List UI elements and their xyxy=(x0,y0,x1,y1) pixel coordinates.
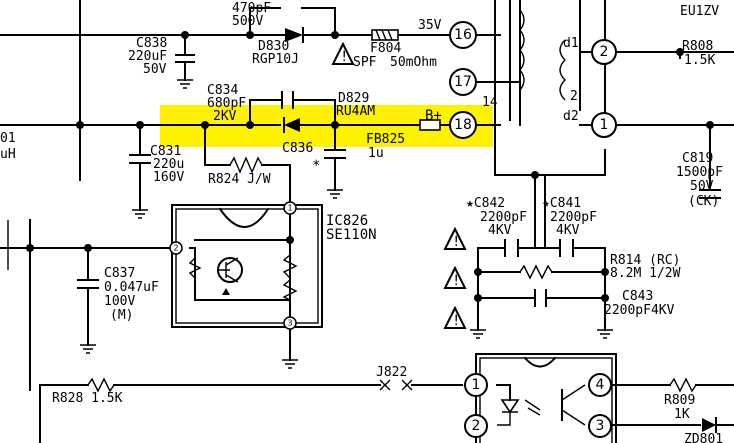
c834-voltage: 2KV xyxy=(213,109,237,124)
c843-value: 2200pF4KV xyxy=(604,303,675,318)
opto-pin-2: 2 xyxy=(464,414,488,438)
svg-text:4: 4 xyxy=(596,377,605,393)
left-label-01: 01 xyxy=(0,131,16,146)
opto-pin-4: 4 xyxy=(588,373,612,397)
r814-label: R814 (RC) xyxy=(610,253,680,268)
c819-voltage: 50V xyxy=(690,179,714,194)
fb825-label: FB825 xyxy=(366,132,405,147)
d2-label: d2 xyxy=(563,109,579,124)
c837-capacitance: 0.047uF xyxy=(104,280,159,295)
d829-type: RU4AM xyxy=(336,104,375,119)
c836-label: C836 xyxy=(282,141,313,156)
d829-label: D829 xyxy=(338,91,369,106)
c843-label: C843 xyxy=(622,289,653,304)
d1-label: d1 xyxy=(563,36,579,51)
c834-label: C834 xyxy=(207,83,238,98)
f804-label: F804 xyxy=(370,41,401,56)
c842-capacitance: 2200pF xyxy=(480,210,527,225)
opto-pin-1: 1 xyxy=(464,373,488,397)
c819-capacitance: 1500pF xyxy=(676,165,723,180)
c831-voltage: 160V xyxy=(153,170,184,185)
svg-text:2: 2 xyxy=(173,244,178,253)
ic-pin-2: 2 xyxy=(169,241,183,255)
r814-value: 8.2M 1/2W xyxy=(610,266,681,281)
c834-capacitance: 680pF xyxy=(207,96,246,111)
pin-2-label: 2 xyxy=(570,89,578,104)
ic826-label: IC826 xyxy=(326,213,368,229)
svg-text:!: ! xyxy=(452,313,460,329)
svg-text:3: 3 xyxy=(596,418,605,434)
pin-14-label: 14 xyxy=(482,95,498,110)
c842-voltage: 4KV xyxy=(488,223,512,238)
f804-value: 50mOhm xyxy=(390,55,437,70)
svg-text:1: 1 xyxy=(287,204,292,213)
eu1zv-label: EU1ZV xyxy=(680,4,719,19)
fb825-value: 1u xyxy=(368,146,384,161)
r809-value: 1K xyxy=(674,407,690,422)
c841-capacitance: 2200pF xyxy=(550,210,597,225)
c819-ck: (CK) xyxy=(688,194,719,209)
spf-label: SPF xyxy=(353,55,377,70)
svg-text:3: 3 xyxy=(287,319,292,328)
c836-star: * xyxy=(312,158,320,174)
c831-label: C831 xyxy=(150,144,181,159)
left-label-uh: uH xyxy=(0,147,16,162)
c837-voltage: 100V xyxy=(104,294,135,309)
opto-pin-3: 3 xyxy=(588,414,612,438)
svg-text:18: 18 xyxy=(454,117,472,133)
svg-text:16: 16 xyxy=(454,27,472,43)
c837-label: C837 xyxy=(104,266,135,281)
r808-label: R808 xyxy=(682,39,713,54)
svg-text:!: ! xyxy=(452,273,460,289)
d830-type: RGP10J xyxy=(252,52,299,67)
c838-voltage: 50V xyxy=(143,62,167,77)
svg-text:1: 1 xyxy=(472,377,481,393)
node-16: 16 xyxy=(449,21,477,49)
junction-dots xyxy=(26,31,714,302)
c841-label: ★C841 xyxy=(542,196,581,211)
r828-label: R828 1.5K xyxy=(52,391,123,406)
c831-capacitance: 220u xyxy=(153,157,184,172)
r824-label: R824 J/W xyxy=(208,172,271,187)
voltage-35v: 35V xyxy=(418,18,442,33)
d830-label: D830 xyxy=(258,39,289,54)
zd801-label: ZD801 xyxy=(684,432,723,443)
r808-value: 1.5K xyxy=(684,53,715,68)
node-17: 17 xyxy=(449,68,477,96)
c838-label: C838 xyxy=(136,36,167,51)
c838-capacitance: 220uF xyxy=(128,49,167,64)
ic826-type: SE110N xyxy=(326,227,377,243)
svg-text:17: 17 xyxy=(454,74,472,90)
svg-text:!: ! xyxy=(340,49,348,65)
c837-tolerance: (M) xyxy=(110,308,133,323)
svg-text:2: 2 xyxy=(600,44,609,60)
c838-value-b: 500V xyxy=(232,14,263,29)
svg-text:1: 1 xyxy=(600,117,609,133)
ic-pin-1: 1 xyxy=(283,201,297,215)
j822-label: J822 xyxy=(376,365,407,380)
c842-label: ★C842 xyxy=(466,196,505,211)
c841-voltage: 4KV xyxy=(556,223,580,238)
node-2-right: 2 xyxy=(591,39,617,65)
c819-label: C819 xyxy=(682,151,713,166)
c838-value-a: 470pF xyxy=(232,1,271,16)
svg-text:2: 2 xyxy=(472,418,481,434)
node-1-right: 1 xyxy=(591,112,617,138)
b-plus-label: B+ xyxy=(425,108,442,124)
node-18: 18 xyxy=(449,111,477,139)
ic-pin-3: 3 xyxy=(283,316,297,330)
r809-label: R809 xyxy=(664,393,695,408)
svg-text:!: ! xyxy=(452,234,460,250)
